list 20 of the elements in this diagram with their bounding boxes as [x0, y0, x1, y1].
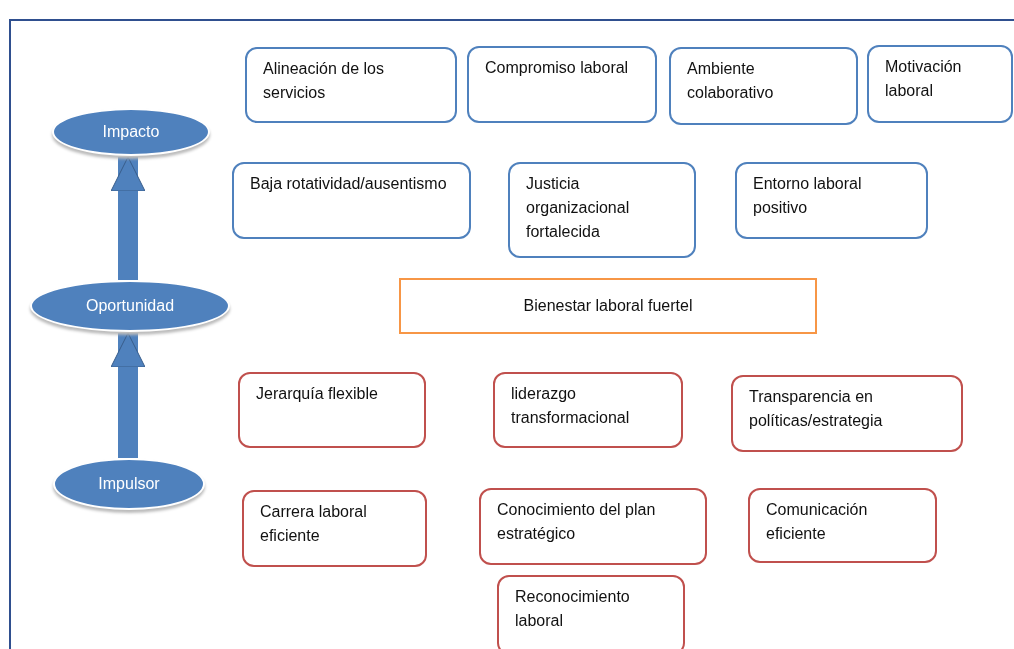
level-ellipse: Impulsor — [53, 458, 205, 510]
factor-box: Conocimiento del plan estratégico — [479, 488, 707, 565]
factor-box: Reconocimiento laboral — [497, 575, 685, 649]
factor-box: Ambiente colaborativo — [669, 47, 858, 125]
level-ellipse: Impacto — [52, 108, 210, 156]
factor-box: Carrera laboral eficiente — [242, 490, 427, 567]
factor-box: Transparencia en políticas/estrategia — [731, 375, 963, 452]
factor-box: Entorno laboral positivo — [735, 162, 928, 239]
factor-box: Comunicación eficiente — [748, 488, 937, 563]
factor-box: Motivación laboral — [867, 45, 1013, 123]
central-box: Bienestar laboral fuertel — [399, 278, 817, 334]
factor-box: Justicia organizacional fortalecida — [508, 162, 696, 258]
block-arrow — [110, 156, 146, 280]
factor-box: Jerarquía flexible — [238, 372, 426, 448]
factor-box: Compromiso laboral — [467, 46, 657, 123]
factor-box: liderazgo transformacional — [493, 372, 683, 448]
level-ellipse: Oportunidad — [30, 280, 230, 332]
factor-box: Baja rotatividad/ausentismo — [232, 162, 471, 239]
factor-box: Alineación de los servicios — [245, 47, 457, 123]
block-arrow — [110, 332, 146, 458]
